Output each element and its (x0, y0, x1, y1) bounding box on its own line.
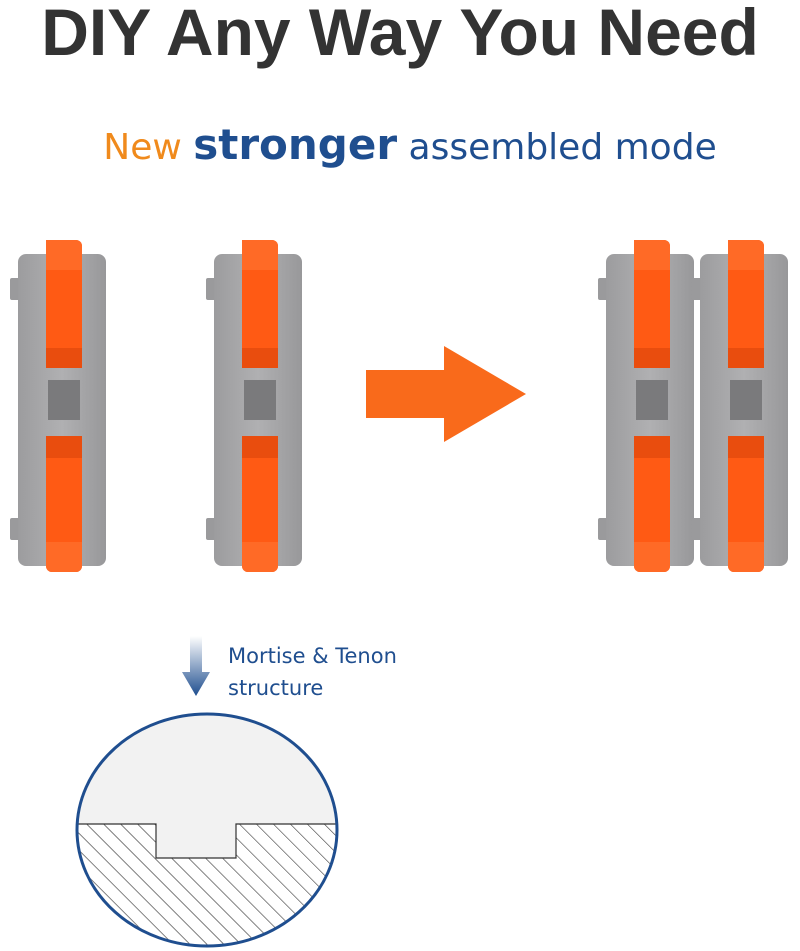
connector-assembled-left (598, 240, 694, 572)
note-line-1: Mortise & Tenon (228, 644, 397, 668)
subheadline-assembled-mode: assembled mode (408, 127, 717, 168)
headline: DIY Any Way You Need (41, 0, 759, 69)
note-line-2: structure (228, 676, 324, 700)
connector-single-left (10, 240, 106, 572)
subheadline-stronger: stronger (193, 120, 398, 169)
connector-single-right (206, 240, 302, 572)
right-arrow-icon (366, 346, 526, 442)
mortise-tenon-note: Mortise & Tenon structure (228, 640, 397, 704)
down-arrow-icon (182, 636, 210, 696)
connector-assembled-right (692, 240, 788, 572)
subheadline-new: New (103, 127, 182, 168)
subheadline: New stronger assembled mode (0, 120, 800, 169)
mortise-tenon-detail (75, 712, 339, 948)
